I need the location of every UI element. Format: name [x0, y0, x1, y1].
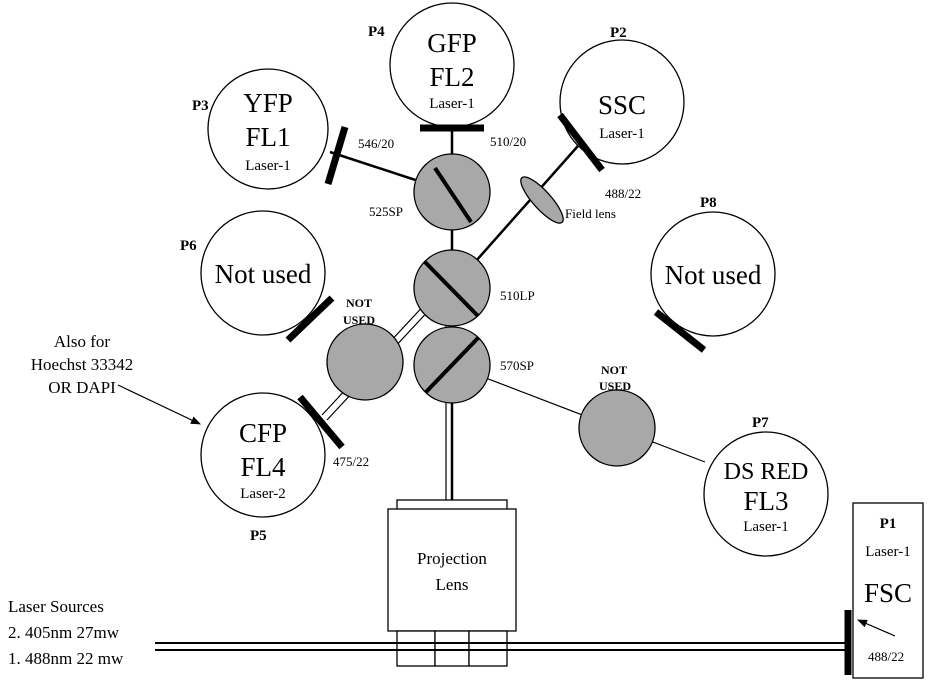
p4-position: P4	[368, 24, 385, 40]
beam-dsred	[451, 364, 706, 463]
p1-line1: FSC	[864, 578, 912, 608]
p1-position: P1	[880, 516, 897, 532]
p5-line1: CFP	[239, 418, 287, 448]
projection-lens-line2: Lens	[435, 575, 468, 594]
projection-lens-foot-mid	[434, 630, 470, 667]
projection-lens: Projection Lens	[387, 499, 517, 667]
p6-position: P6	[180, 238, 197, 254]
p2-laser: Laser-1	[599, 126, 645, 142]
mirror-525sp	[433, 166, 473, 224]
label-not-used-left-2: USED	[343, 313, 375, 327]
p8-position: P8	[700, 195, 717, 211]
p7-laser: Laser-1	[743, 519, 789, 535]
p3-filter-bar	[324, 125, 349, 186]
p3-laser: Laser-1	[245, 158, 291, 174]
p6-blocker-bar	[285, 295, 335, 343]
label-not-used-right-2: USED	[599, 379, 631, 393]
p1-filter-label: 488/22	[868, 649, 904, 664]
detector-circle-p7	[703, 431, 829, 557]
note-line1: Also for	[54, 332, 111, 351]
label-510lp: 510LP	[500, 288, 535, 303]
label-525sp: 525SP	[369, 204, 403, 219]
dye-note: Also for Hoechst 33342 OR DAPI	[31, 332, 201, 425]
detector-box-p1	[852, 502, 924, 679]
label-field-lens: Field lens	[565, 206, 616, 221]
laser-sources-title: Laser Sources	[8, 597, 104, 616]
label-570sp: 570SP	[500, 358, 534, 373]
p4-line2: FL2	[429, 62, 474, 92]
p3-line2: FL1	[245, 122, 290, 152]
detector-circle-p6	[200, 210, 326, 336]
p4-filter-label: 510/20	[490, 134, 526, 149]
projection-lens-foot-right	[468, 630, 508, 667]
detector-p4: GFP FL2 Laser-1 P4 510/20	[368, 2, 526, 149]
p8-blocker-bar	[653, 309, 707, 353]
p5-line2: FL4	[240, 452, 286, 482]
detector-p8: Not used P8	[650, 195, 776, 353]
detector-p3: YFP FL1 Laser-1 P3 546/20	[192, 68, 394, 190]
optic-not-used-right	[578, 389, 656, 467]
p2-position: P2	[610, 25, 627, 41]
mirror-570sp	[424, 336, 480, 394]
p7-line2: FL3	[743, 486, 788, 516]
detector-p5: CFP FL4 Laser-2 P5 475/22	[200, 392, 369, 544]
p5-filter-label: 475/22	[333, 454, 369, 469]
p5-position: P5	[250, 528, 267, 544]
label-not-used-right-1: NOT	[601, 363, 627, 377]
projection-lens-body	[387, 508, 517, 632]
p2-line1: SSC	[598, 90, 646, 120]
laser-lines	[155, 642, 848, 651]
label-not-used-left-1: NOT	[346, 296, 372, 310]
note-line3: OR DAPI	[48, 378, 116, 397]
p5-laser: Laser-2	[240, 486, 286, 502]
note-arrow	[117, 384, 201, 425]
optics: 525SP 510LP 570SP NOT USED NOT USED Fiel…	[326, 153, 656, 467]
mirror-510lp	[423, 260, 480, 318]
detector-circle-p3	[207, 68, 329, 190]
p3-line1: YFP	[243, 88, 293, 118]
p5-filter-bar	[297, 394, 345, 450]
laser-source-item-1: 2. 405nm 27mw	[8, 623, 120, 642]
optic-not-used-left	[326, 323, 404, 401]
p2-filter-label: 488/22	[605, 186, 641, 201]
p3-filter-label: 546/20	[358, 136, 394, 151]
p1-laser: Laser-1	[865, 544, 911, 560]
p7-position: P7	[752, 415, 769, 431]
p4-line1: GFP	[427, 28, 477, 58]
note-line2: Hoechst 33342	[31, 355, 133, 374]
field-lens	[520, 176, 564, 224]
laser-source-item-2: 1. 488nm 22 mw	[8, 649, 124, 668]
detector-circle-p2	[559, 39, 685, 165]
detector-p6: Not used P6	[180, 210, 335, 343]
p4-laser: Laser-1	[429, 96, 475, 112]
p3-position: P3	[192, 98, 209, 114]
p2-filter-bar	[557, 112, 605, 173]
detector-p7: P7 DS RED FL3 Laser-1	[703, 415, 829, 557]
detector-p2: SSC Laser-1 P2 488/22	[557, 25, 685, 201]
p8-line1: Not used	[665, 260, 762, 290]
beam-paths	[321, 128, 706, 510]
p7-line1: DS RED	[724, 459, 809, 485]
p1-filter-arrow	[857, 619, 896, 637]
laser-sources: Laser Sources 2. 405nm 27mw 1. 488nm 22 …	[8, 597, 124, 668]
detector-circle-p5	[200, 392, 326, 518]
p6-line1: Not used	[215, 259, 312, 289]
projection-lens-line1: Projection	[417, 549, 487, 568]
projection-lens-foot-left	[396, 630, 436, 667]
detector-p1: P1 Laser-1 FSC 488/22	[844, 502, 924, 679]
detector-circle-p8	[650, 211, 776, 337]
